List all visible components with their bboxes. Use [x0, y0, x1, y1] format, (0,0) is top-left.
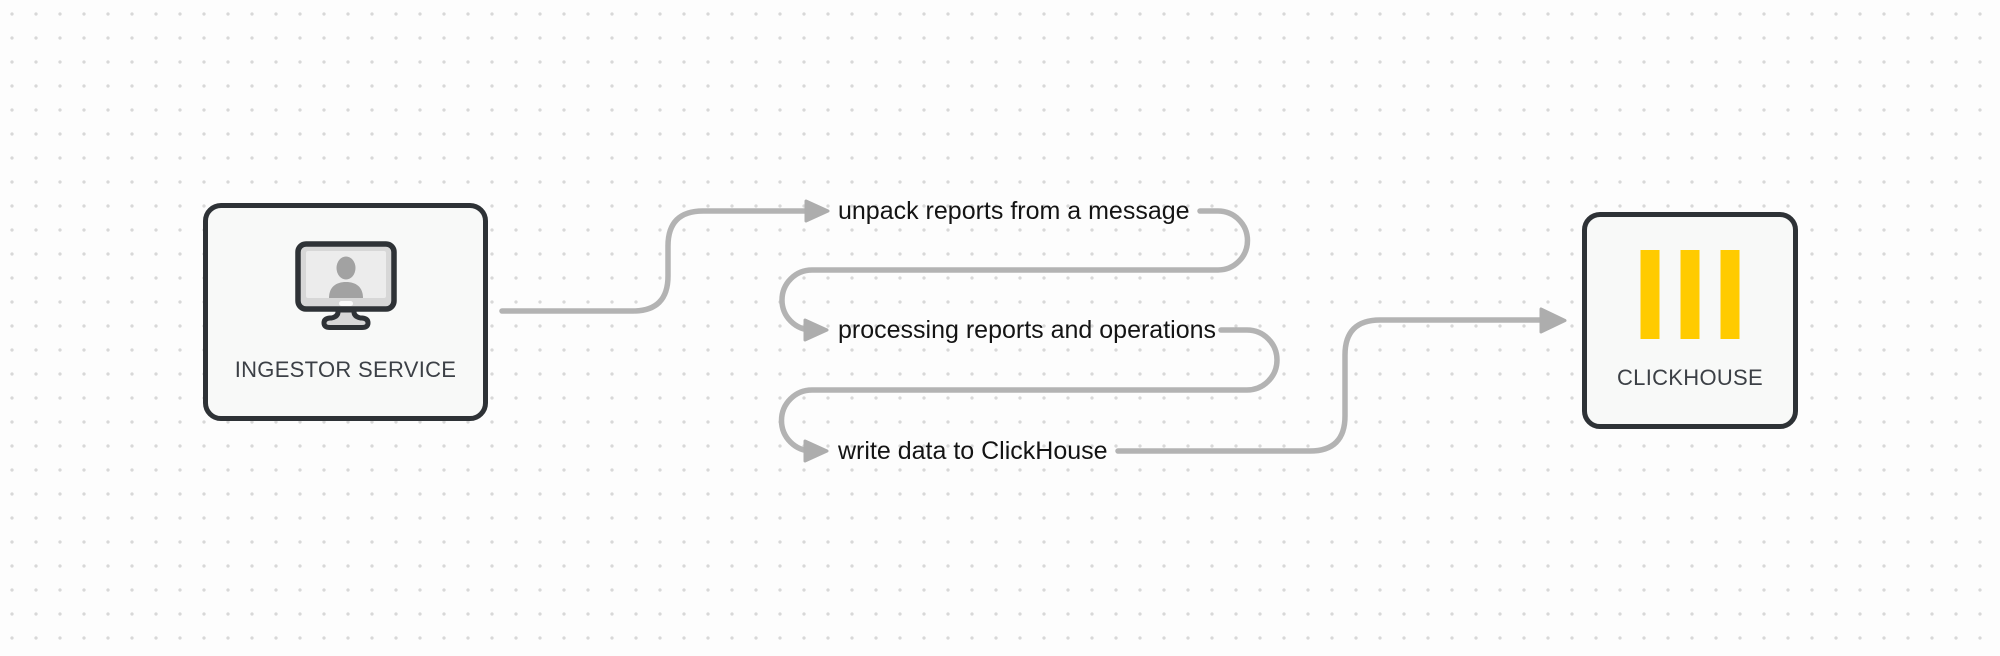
arrowhead-step2-icon [803, 318, 829, 342]
arrowhead-clickhouse-icon [1539, 307, 1567, 334]
node-clickhouse[interactable]: CLICKHOUSE [1582, 212, 1798, 429]
node-ingestor-service[interactable]: INGESTOR SERVICE [203, 203, 488, 421]
monitor-user-icon [294, 241, 398, 338]
node-label-ingestor: INGESTOR SERVICE [234, 357, 457, 382]
clickhouse-bars-icon [1640, 250, 1740, 344]
step-label-unpack-reports[interactable]: unpack reports from a message [838, 197, 1190, 225]
step-label-write-data[interactable]: write data to ClickHouse [838, 437, 1108, 465]
connector-ingestor-to-step1 [499, 208, 809, 314]
connector-step3-to-clickhouse [1115, 317, 1544, 454]
node-label-clickhouse: CLICKHOUSE [1616, 365, 1764, 390]
arrowhead-step1-icon [804, 199, 830, 223]
connector-step1-to-step2 [779, 208, 1251, 333]
step-label-processing-reports[interactable]: processing reports and operations [838, 316, 1217, 344]
connector-step2-to-step3 [778, 327, 1280, 454]
arrowhead-step3-icon [803, 439, 829, 463]
